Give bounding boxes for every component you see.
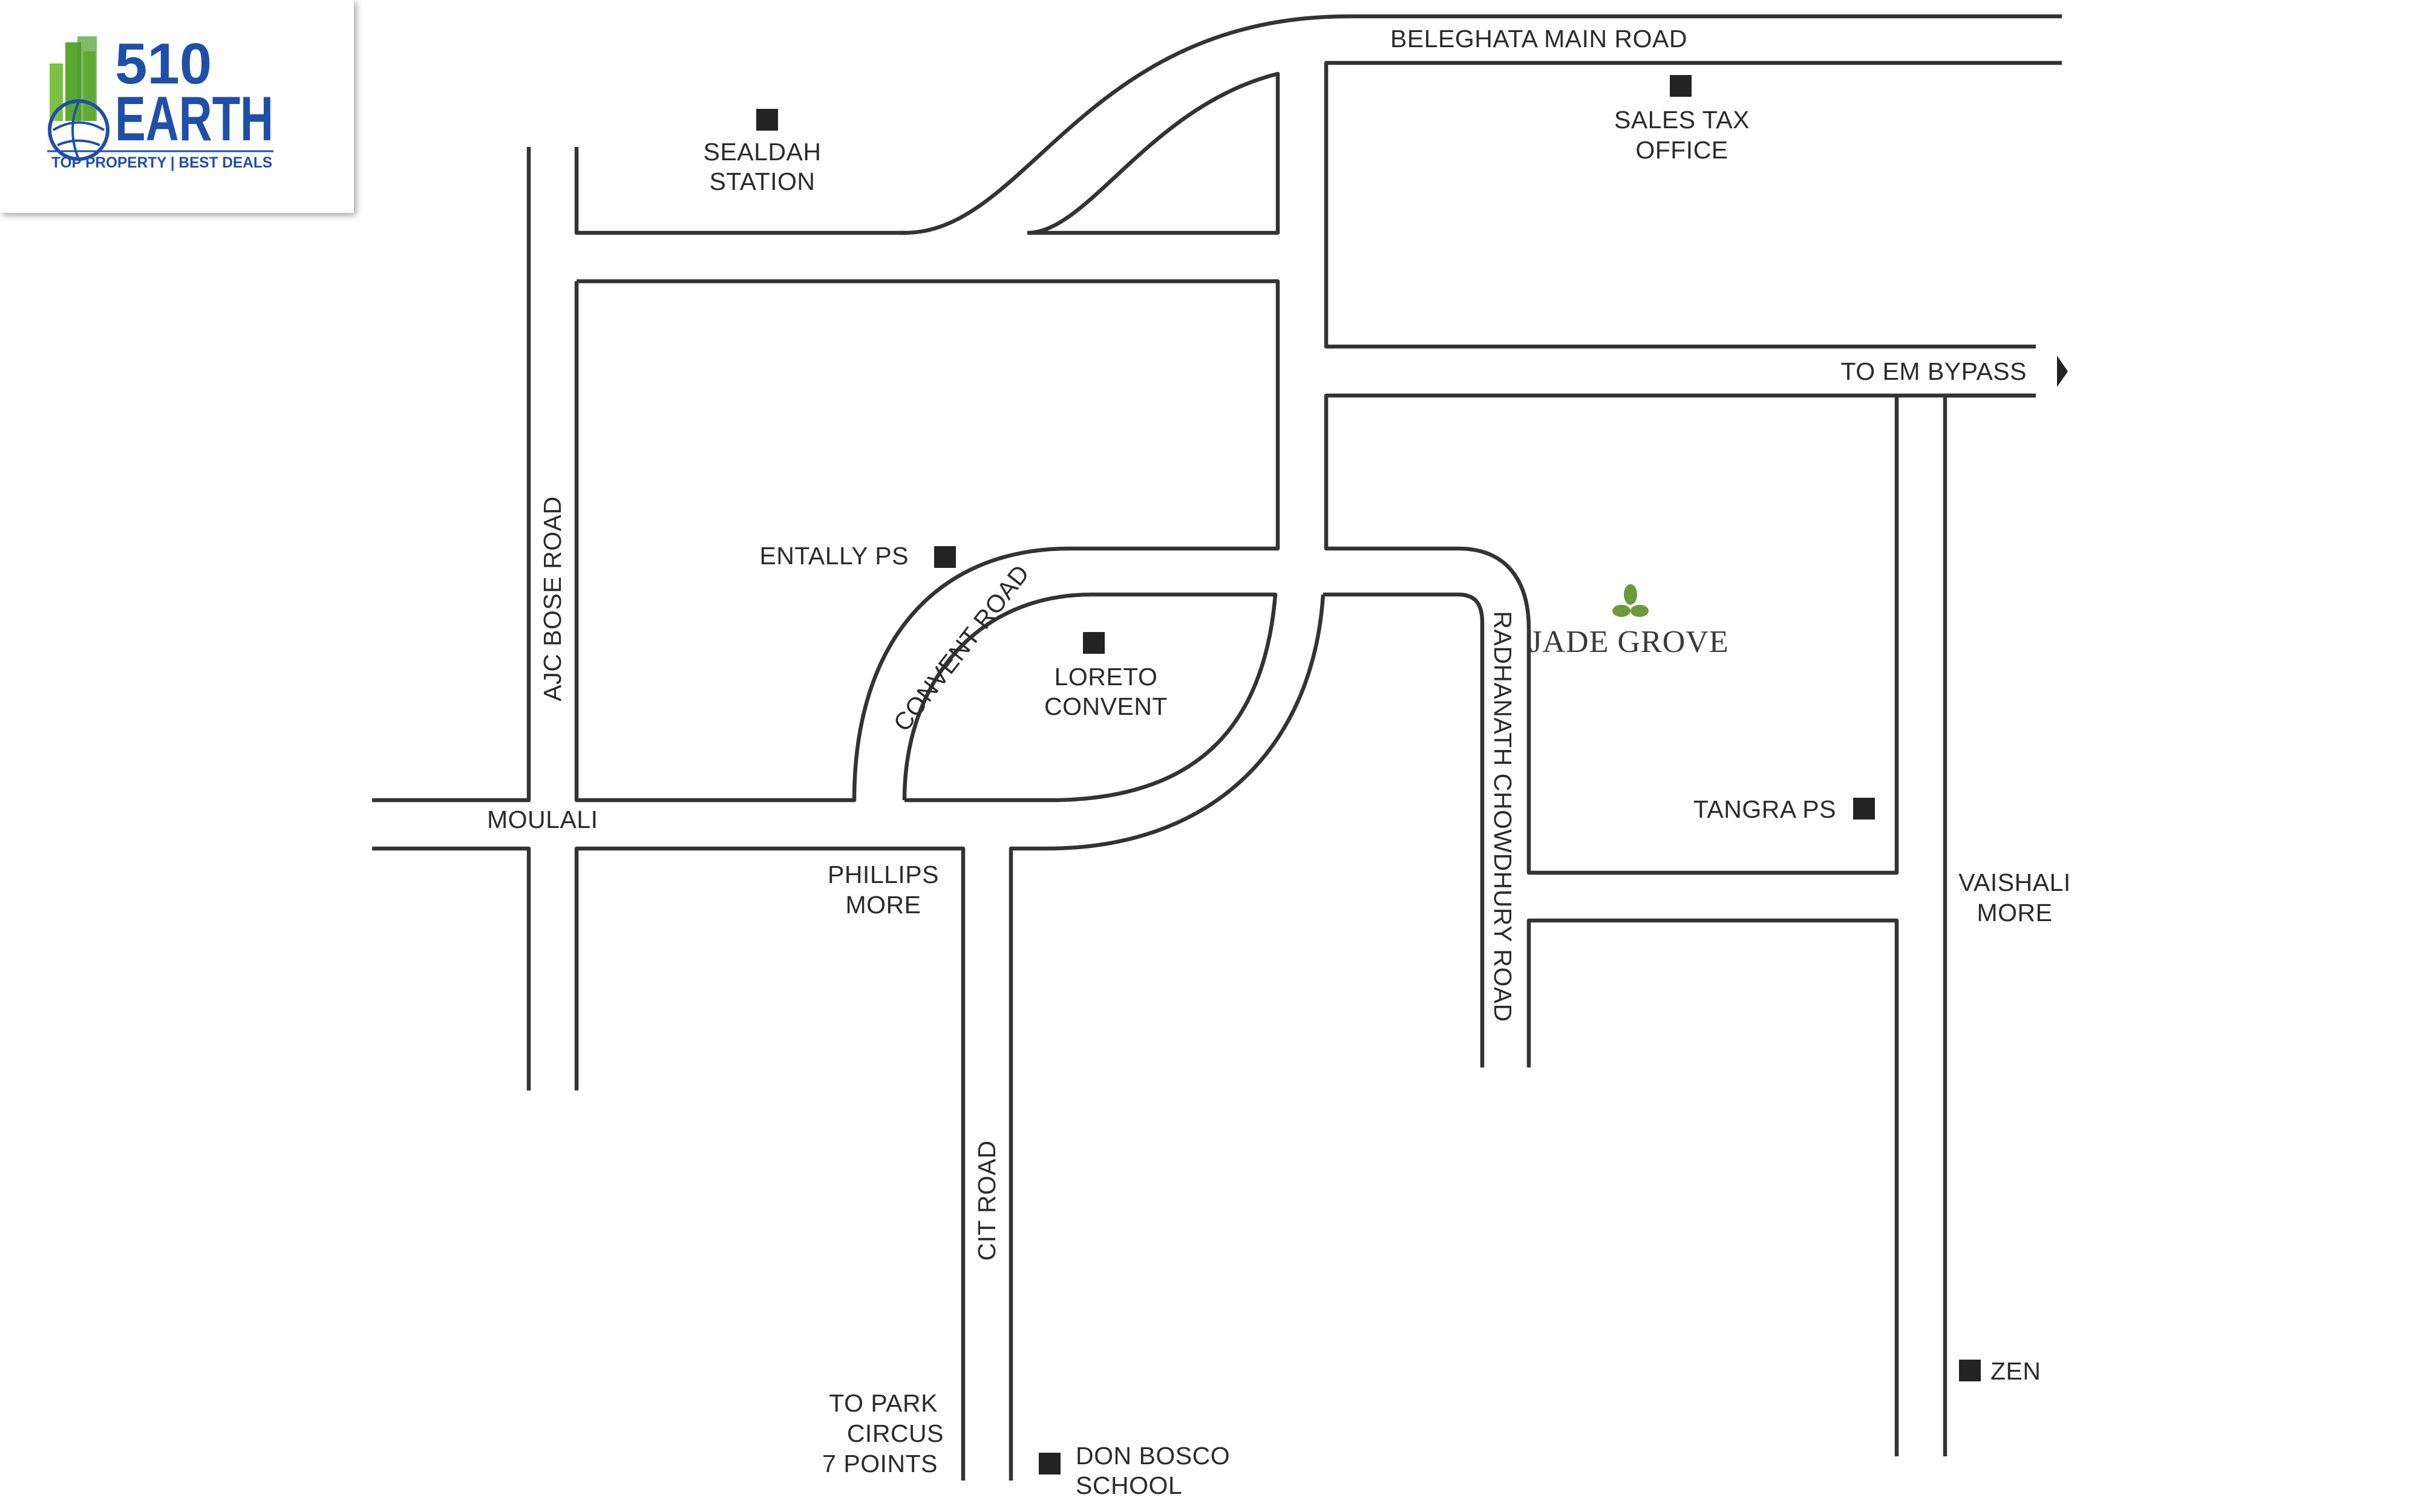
block-central-north [574,279,1280,803]
label-phillips-2: MORE [846,891,921,919]
road-sealdah-bottom [574,147,904,235]
marker-square-icon [1959,1360,1981,1381]
marker-square-icon [756,109,778,131]
label-loreto-2: CONVENT [1044,692,1168,720]
landmark-markers [756,75,1981,1475]
building-globe-icon [48,36,110,161]
label-park-circus-1: TO PARK [829,1389,938,1417]
marker-square-icon [934,546,956,568]
label-don-bosco-2: SCHOOL [1076,1471,1182,1499]
project-name: JADE GROVE [1529,625,1728,659]
label-sealdah-station-2: STATION [709,168,815,195]
road-vaishali [1943,393,2036,1456]
label-loreto-1: LORETO [1055,663,1158,691]
arrow-right-icon [2057,356,2068,387]
label-sales-tax-2: OFFICE [1635,136,1728,164]
road-cit-right [1009,594,1326,1481]
label-park-circus-3: 7 POINTS [822,1450,938,1478]
road-radhanath-left [1323,592,1485,1067]
brand-logo-card: 510 EARTH TOP PROPERTY | BEST DEALS [0,0,354,213]
road-ajc-bose-left-south [372,846,531,1090]
road-network [372,14,2062,1481]
road-wedge-island [1027,71,1280,235]
leaf-icon [1612,584,1649,617]
label-sealdah-station-1: SEALDAH [704,138,822,166]
block-loreto-island [902,592,1278,803]
marker-square-icon [1670,75,1692,97]
road-beleghata-bottom-edge [1324,60,2062,349]
label-beleghata-main-road: BELEGHATA MAIN ROAD [1390,25,1687,53]
label-sales-tax-1: SALES TAX [1614,106,1750,134]
label-ajc-bose-road: AJC BOSE ROAD [538,496,566,701]
label-zen: ZEN [1990,1357,2041,1385]
block-east-north [1324,393,2036,875]
label-tangra-ps: TANGRA PS [1693,795,1836,823]
label-entally-ps: ENTALLY PS [759,542,909,570]
logo-word: EARTH [115,84,273,154]
label-vaishali-1: VAISHALI [1958,868,2071,896]
label-don-bosco-1: DON BOSCO [1076,1442,1230,1470]
logo-number: 510 [115,31,212,96]
label-vaishali-2: MORE [1977,899,2053,927]
logo-tagline: TOP PROPERTY | BEST DEALS [51,154,272,171]
road-beleghata-top-edge [898,14,2062,235]
label-moulali: MOULALI [487,806,598,833]
road-ajc-bose-left [372,147,531,803]
marker-square-icon [1039,1453,1061,1475]
road-radhanath-south-block [1526,918,1899,1456]
road-ajc-bose-right-south [574,846,966,1481]
label-cit-road: CIT ROAD [973,1140,1001,1260]
label-to-em-bypass: TO EM BYPASS [1840,357,2027,385]
marker-square-icon [1083,632,1105,654]
label-park-circus-2: CIRCUS [847,1419,944,1447]
label-phillips-1: PHILLIPS [828,861,939,888]
marker-square-icon [1853,798,1875,820]
project-jade-grove: JADE GROVE [1529,584,1728,659]
label-convent-road: CONVENT ROAD [888,559,1035,737]
label-radhanath-chowdhury-road: RADHANATH CHOWDHURY ROAD [1489,611,1517,1022]
